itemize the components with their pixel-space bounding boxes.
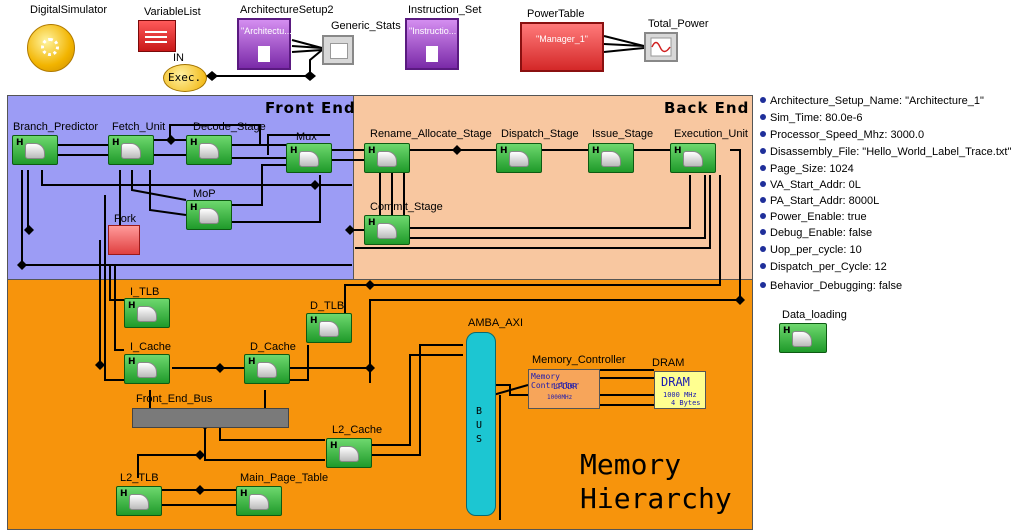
- rename-allocate-stage-block[interactable]: H: [364, 143, 410, 173]
- blank-display-icon: [330, 43, 348, 59]
- l2-tlb-block[interactable]: H: [116, 486, 162, 516]
- exec-label: Exec.: [168, 71, 202, 84]
- l2-cache-block[interactable]: H: [326, 438, 372, 468]
- power-table-label: PowerTable: [527, 8, 585, 20]
- i-cache-block[interactable]: H: [124, 354, 170, 384]
- decode-stage-block[interactable]: H: [186, 135, 232, 165]
- mop-block[interactable]: H: [186, 200, 232, 230]
- l2-tlb-label: L2_TLB: [120, 472, 159, 484]
- issue-stage-label: Issue_Stage: [592, 128, 654, 140]
- fetch-unit-block[interactable]: H: [108, 135, 154, 165]
- param-uop-per-cycle: Uop_per_cycle: 10: [760, 244, 862, 256]
- i-tlb-block[interactable]: H: [124, 298, 170, 328]
- i-cache-label: I_Cache: [130, 341, 171, 353]
- architecture-setup-label: ArchitectureSetup2: [240, 4, 334, 16]
- d-cache-label: D_Cache: [250, 341, 296, 353]
- memory-hierarchy-title: Memory Hierarchy: [580, 448, 732, 516]
- memory-controller-label: Memory_Controller: [532, 354, 626, 366]
- main-page-table-block[interactable]: H: [236, 486, 282, 516]
- param-sim-time: Sim_Time: 80.0e-6: [760, 112, 863, 124]
- param-debug-enable: Debug_Enable: false: [760, 227, 872, 239]
- waveform-icon: [650, 37, 672, 57]
- mux-block[interactable]: H: [286, 143, 332, 173]
- param-va-start-addr: VA_Start_Addr: 0L: [760, 179, 861, 191]
- exec-button[interactable]: Exec.: [163, 64, 207, 92]
- d-tlb-label: D_TLB: [310, 300, 345, 312]
- d-tlb-block[interactable]: H: [306, 313, 352, 343]
- data-loading-block[interactable]: H: [779, 323, 827, 353]
- l2-cache-label: L2_Cache: [332, 424, 383, 436]
- instruction-set-inner: "Instructio...: [409, 26, 457, 36]
- memory-title-line1: Memory: [580, 448, 682, 481]
- front-end-title: Front End: [265, 99, 356, 117]
- branch-predictor-label: Branch_Predictor: [13, 121, 98, 133]
- variable-list-label: VariableList: [144, 6, 201, 18]
- document-icon: [258, 46, 270, 62]
- generic-stats-label: Generic_Stats: [331, 20, 401, 32]
- digital-simulator-label: DigitalSimulator: [30, 4, 108, 16]
- power-table-block[interactable]: "Manager_1": [520, 22, 604, 72]
- fork-block[interactable]: [108, 225, 140, 255]
- instruction-set-label: Instruction_Set: [408, 4, 482, 16]
- param-page-size: Page_Size: 1024: [760, 163, 854, 175]
- fork-label: Fork: [114, 213, 136, 225]
- param-behavior-debugging: Behavior_Debugging: false: [760, 280, 902, 292]
- in-label: IN: [173, 52, 184, 64]
- architecture-setup-block[interactable]: "Architectu...: [237, 18, 292, 70]
- fetch-unit-label: Fetch_Unit: [112, 121, 166, 133]
- total-power-block[interactable]: [644, 32, 678, 62]
- mop-label: MoP: [193, 188, 216, 200]
- branch-predictor-block[interactable]: H: [12, 135, 58, 165]
- digital-simulator-icon[interactable]: [27, 24, 75, 72]
- front-end-bus-label: Front_End_Bus: [136, 393, 213, 405]
- data-loading-label: Data_loading: [782, 309, 847, 321]
- dram-freq: 1000 MHz: [663, 391, 697, 399]
- list-lines-icon: [145, 31, 167, 33]
- main-page-table-label: Main_Page_Table: [240, 472, 329, 484]
- gear-icon: [41, 38, 59, 56]
- total-power-label: Total_Power: [648, 18, 709, 30]
- variable-list-icon[interactable]: [138, 20, 176, 52]
- document-icon: [426, 46, 438, 62]
- instruction-set-block[interactable]: "Instructio...: [405, 18, 459, 70]
- commit-stage-label: Commit_Stage: [370, 201, 443, 213]
- param-disassembly-file: Disassembly_File: "Hello_World_Label_Tra…: [760, 146, 1011, 158]
- dram-label: DRAM: [652, 357, 685, 369]
- dram-inner: DRAM: [661, 375, 690, 389]
- bus-text: BUS: [476, 406, 483, 445]
- param-dispatch-per-cycle: Dispatch_per_Cycle: 12: [760, 261, 887, 273]
- front-end-bus-block[interactable]: [132, 408, 289, 428]
- d-cache-block[interactable]: H: [244, 354, 290, 384]
- param-processor-speed: Processor_Speed_Mhz: 3000.0: [760, 129, 924, 141]
- dispatch-stage-block[interactable]: H: [496, 143, 542, 173]
- memory-title-line2: Hierarchy: [580, 482, 732, 515]
- dram-block[interactable]: DRAM 1000 MHz 4 Bytes: [654, 371, 706, 409]
- memory-controller-block[interactable]: Memory Controller LPDDR 1000MHz: [528, 369, 600, 409]
- param-pa-start-addr: PA_Start_Addr: 8000L: [760, 195, 879, 207]
- i-tlb-label: I_TLB: [130, 286, 160, 298]
- amba-axi-label: AMBA_AXI: [468, 317, 524, 329]
- power-table-inner: "Manager_1": [536, 34, 588, 44]
- architecture-setup-inner: "Architectu...: [241, 26, 292, 36]
- execution-unit-block[interactable]: H: [670, 143, 716, 173]
- back-end-region: [353, 95, 753, 280]
- issue-stage-block[interactable]: H: [588, 143, 634, 173]
- rename-allocate-stage-label: Rename_Allocate_Stage: [370, 128, 492, 140]
- execution-unit-label: Execution_Unit: [674, 128, 748, 140]
- memory-controller-freq: 1000MHz: [547, 394, 573, 401]
- back-end-title: Back End: [664, 99, 750, 117]
- commit-stage-block[interactable]: H: [364, 215, 410, 245]
- param-architecture-setup-name: Architecture_Setup_Name: "Architecture_1…: [760, 95, 984, 107]
- generic-stats-block[interactable]: [322, 35, 354, 65]
- dram-width: 4 Bytes: [671, 399, 701, 407]
- param-power-enable: Power_Enable: true: [760, 211, 867, 223]
- memory-controller-type: LPDDR: [553, 382, 578, 391]
- memory-controller-inner: Memory Controller: [531, 372, 580, 390]
- decode-stage-label: Decode_Stage: [193, 121, 266, 133]
- dispatch-stage-label: Dispatch_Stage: [501, 128, 579, 140]
- mux-label: Mux: [296, 131, 317, 143]
- amba-axi-bus[interactable]: BUS: [466, 332, 496, 516]
